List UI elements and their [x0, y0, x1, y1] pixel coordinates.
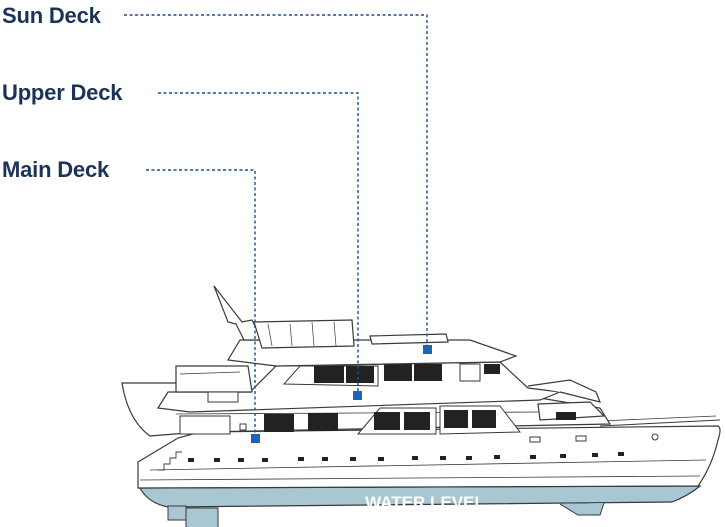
hull-portholes	[188, 452, 624, 462]
sun-deck-structure	[213, 285, 518, 367]
stern-steps	[158, 451, 182, 471]
hull-underwater: WATER LEVEL	[139, 485, 702, 527]
main-deck-leader-line	[146, 169, 256, 437]
upper-deck-label: Upper Deck	[2, 80, 123, 105]
upper-deck-marker	[353, 391, 362, 400]
main-deck-windows	[179, 405, 659, 443]
deck-markers	[251, 345, 432, 443]
sun-deck-label: Sun Deck	[2, 3, 101, 28]
main-deck-label: Main Deck	[2, 157, 110, 182]
sun-deck-marker	[423, 345, 432, 354]
main-deck-marker	[251, 434, 260, 443]
hull	[137, 415, 721, 489]
sun-deck-leader-line	[124, 14, 428, 348]
upper-deck-leader-line	[158, 92, 359, 395]
leader-lines	[124, 14, 428, 437]
water-level-label: WATER LEVEL	[365, 493, 485, 512]
upper-deck-windows	[207, 363, 500, 403]
